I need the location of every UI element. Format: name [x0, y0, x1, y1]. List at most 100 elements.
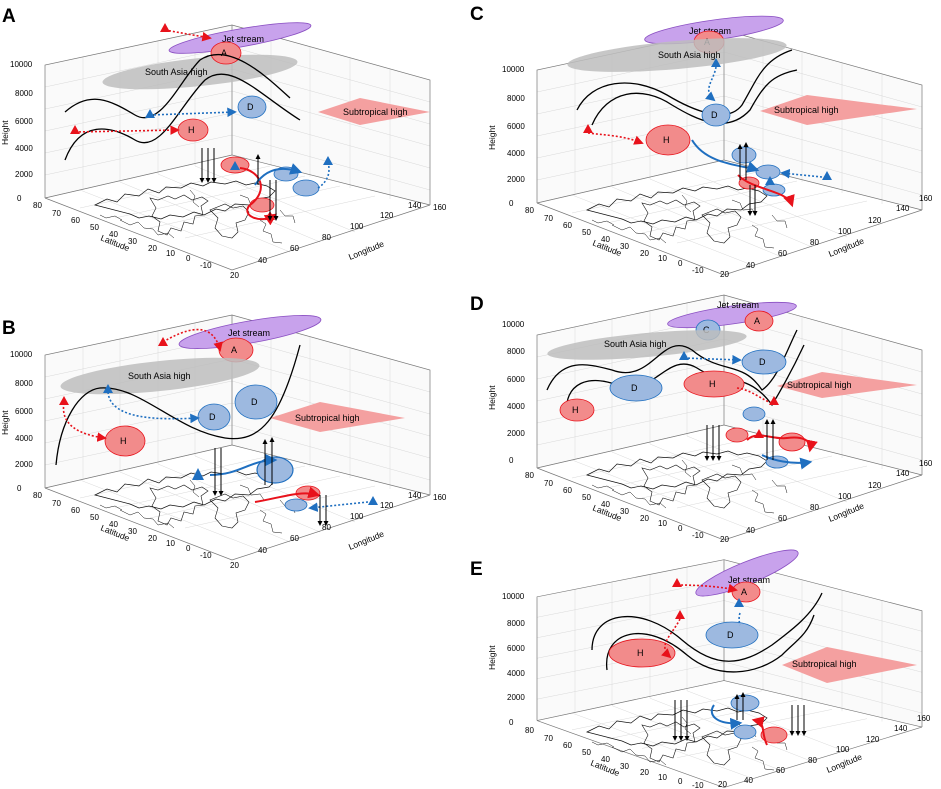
svg-text:80: 80: [322, 233, 331, 242]
low-d2: [234, 384, 278, 420]
svg-text:60: 60: [778, 514, 787, 523]
svg-text:-10: -10: [692, 266, 704, 275]
svg-text:60: 60: [563, 486, 572, 495]
high-h2: [683, 370, 745, 398]
svg-text:40: 40: [746, 526, 755, 535]
svg-text:120: 120: [868, 216, 882, 225]
svg-text:140: 140: [894, 724, 908, 733]
svg-text:100: 100: [836, 745, 850, 754]
svg-text:Subtropical high: Subtropical high: [787, 380, 852, 390]
svg-text:4000: 4000: [507, 149, 525, 158]
longitude-axis: 40 60 80 100 120 140 160 Longitude: [258, 201, 447, 265]
svg-text:100: 100: [838, 227, 852, 236]
height-axis: 0 2000 4000 6000 8000 10000 Height: [0, 60, 33, 203]
svg-text:70: 70: [544, 734, 553, 743]
svg-text:2000: 2000: [507, 175, 525, 184]
svg-text:10: 10: [658, 254, 667, 263]
svg-text:20: 20: [720, 535, 729, 544]
svg-text:10000: 10000: [10, 60, 33, 69]
svg-text:0: 0: [17, 194, 22, 203]
low-d: [705, 621, 759, 649]
svg-text:South Asia high: South Asia high: [658, 50, 721, 60]
svg-text:H: H: [663, 135, 670, 145]
svg-text:6000: 6000: [15, 117, 33, 126]
svg-text:H: H: [120, 436, 127, 446]
svg-text:10000: 10000: [10, 350, 33, 359]
anticyclone-a: [210, 41, 242, 65]
svg-text:70: 70: [52, 209, 61, 218]
svg-text:40: 40: [258, 546, 267, 555]
svg-text:South Asia high: South Asia high: [128, 371, 191, 381]
svg-text:South Asia high: South Asia high: [145, 67, 208, 77]
svg-text:120: 120: [380, 501, 394, 510]
svg-text:80: 80: [33, 201, 42, 210]
svg-text:A: A: [221, 48, 227, 58]
panel-letter: D: [470, 294, 484, 315]
height-axis: 0 2000 4000 6000 8000 10000 Height: [487, 65, 525, 208]
high-h: [645, 124, 691, 156]
svg-text:Subtropical high: Subtropical high: [792, 659, 857, 669]
svg-text:20: 20: [230, 271, 239, 280]
subtropical-high: [760, 95, 917, 125]
svg-text:140: 140: [408, 491, 422, 500]
svg-text:40: 40: [746, 261, 755, 270]
trough-upper: [546, 329, 798, 391]
anticyclone-a: [744, 310, 774, 332]
svg-text:80: 80: [810, 238, 819, 247]
svg-text:10: 10: [166, 249, 175, 258]
svg-text:0: 0: [186, 254, 191, 263]
svg-text:20: 20: [148, 534, 157, 543]
latitude-axis: 80 70 60 50 40 30 20 10 0 -10 20 Latitud…: [525, 726, 727, 789]
svg-text:140: 140: [408, 201, 422, 210]
svg-text:10: 10: [658, 519, 667, 528]
svg-text:60: 60: [71, 216, 80, 225]
svg-text:120: 120: [868, 481, 882, 490]
svg-text:40: 40: [601, 755, 610, 764]
svg-text:100: 100: [838, 492, 852, 501]
svg-text:30: 30: [620, 762, 629, 771]
svg-text:50: 50: [90, 513, 99, 522]
high-h1: [559, 398, 595, 422]
svg-text:H: H: [637, 648, 644, 658]
height-axis-title: Height: [487, 125, 497, 150]
panel-letter: E: [470, 559, 483, 580]
svg-text:Jet stream: Jet stream: [228, 328, 270, 338]
height-axis-title: Height: [0, 410, 10, 435]
svg-text:-10: -10: [200, 551, 212, 560]
svg-text:8000: 8000: [15, 379, 33, 388]
svg-text:80: 80: [322, 523, 331, 532]
panel-a: A 0 2000 4000 6000 8000 10000 Height 80 …: [0, 6, 447, 280]
svg-text:-10: -10: [200, 261, 212, 270]
svg-text:6000: 6000: [15, 407, 33, 416]
jet-stream: [168, 22, 312, 54]
svg-text:6000: 6000: [507, 122, 525, 131]
svg-text:H: H: [709, 379, 716, 389]
longitude-axis: 40 60 80 100 120 140 160 Longitude: [258, 491, 447, 555]
svg-text:120: 120: [380, 211, 394, 220]
svg-text:120: 120: [866, 735, 880, 744]
south-asia-high: [102, 54, 298, 90]
svg-text:60: 60: [563, 741, 572, 750]
svg-text:2000: 2000: [15, 460, 33, 469]
svg-text:80: 80: [810, 503, 819, 512]
trough-upper: [64, 53, 291, 119]
svg-text:20: 20: [148, 244, 157, 253]
svg-text:40: 40: [601, 500, 610, 509]
panel-e: E 0 2000 4000 6000 8000 10000 Height 80 …: [470, 549, 931, 789]
svg-text:20: 20: [718, 780, 727, 789]
low-d: [701, 103, 731, 127]
height-axis-title: Height: [487, 645, 497, 670]
svg-text:70: 70: [544, 214, 553, 223]
svg-text:10000: 10000: [502, 65, 525, 74]
svg-text:H: H: [188, 125, 195, 135]
svg-text:40: 40: [109, 520, 118, 529]
latitude-axis: 80 70 60 50 40 30 20 10 0 -10 20 Latitud…: [525, 471, 729, 544]
svg-text:D: D: [711, 110, 718, 120]
high-h: [608, 638, 676, 668]
svg-text:80: 80: [808, 756, 817, 765]
svg-text:10000: 10000: [502, 592, 525, 601]
svg-text:70: 70: [52, 499, 61, 508]
svg-text:0: 0: [509, 456, 514, 465]
svg-text:160: 160: [919, 194, 933, 203]
svg-text:0: 0: [186, 544, 191, 553]
